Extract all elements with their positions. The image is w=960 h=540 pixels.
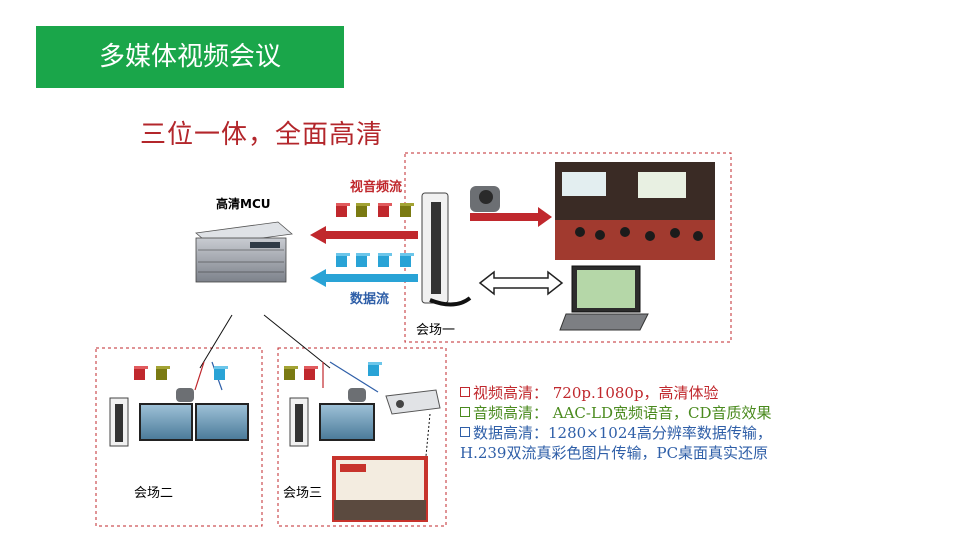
data-packet bbox=[400, 253, 414, 267]
site-three-label: 会场三 bbox=[283, 486, 323, 501]
site-three-box bbox=[277, 347, 447, 527]
feature-audio: 音频高清： AAC-LD宽频语音，CD音质效果 bbox=[460, 403, 790, 423]
av-stream-arrow bbox=[310, 226, 418, 244]
feature-list: 视频高清： 720p.1080p，高清体验 音频高清： AAC-LD宽频语音，C… bbox=[460, 383, 790, 463]
av-packet bbox=[284, 366, 298, 380]
site-one-terminal bbox=[421, 186, 500, 307]
av-packet bbox=[356, 203, 370, 217]
site-one-video-arrow bbox=[470, 207, 552, 227]
mcu-device bbox=[195, 221, 293, 283]
data-packet bbox=[368, 362, 382, 376]
data-packet bbox=[378, 253, 392, 267]
av-packet bbox=[336, 203, 350, 217]
bullet-box-icon bbox=[460, 427, 470, 437]
data-stream-arrow bbox=[310, 269, 418, 287]
bullet-box-icon bbox=[460, 407, 470, 417]
data-stream-label: 数据流 bbox=[350, 292, 390, 307]
site-two-box bbox=[95, 347, 263, 527]
data-packet bbox=[214, 366, 228, 380]
data-packet bbox=[336, 253, 350, 267]
av-packet bbox=[378, 203, 392, 217]
site-two-label: 会场二 bbox=[134, 486, 174, 501]
site-one-data-arrow bbox=[478, 270, 564, 296]
feature-video: 视频高清： 720p.1080p，高清体验 bbox=[460, 383, 790, 403]
mcu-label: 高清MCU bbox=[216, 197, 271, 211]
subtitle: 三位一体，全面高清 bbox=[140, 120, 384, 150]
bullet-box-icon bbox=[460, 387, 470, 397]
site-three-equipment bbox=[289, 388, 441, 457]
av-packet bbox=[304, 366, 318, 380]
av-stream-label: 视音频流 bbox=[350, 180, 403, 195]
projected-slide bbox=[332, 456, 428, 522]
laptop bbox=[559, 265, 649, 331]
av-packet bbox=[400, 203, 414, 217]
site-two-equipment bbox=[109, 388, 249, 447]
av-packet bbox=[156, 366, 170, 380]
site-one-box bbox=[404, 152, 732, 343]
av-packet bbox=[134, 366, 148, 380]
meeting-room-photo bbox=[555, 162, 715, 260]
data-packet bbox=[356, 253, 370, 267]
page-title: 多媒体视频会议 bbox=[36, 26, 344, 88]
site-one-label: 会场一 bbox=[416, 323, 456, 338]
feature-data: 数据高清：1280×1024高分辨率数据传输，H.239双流真彩色图片传输，PC… bbox=[460, 424, 772, 462]
